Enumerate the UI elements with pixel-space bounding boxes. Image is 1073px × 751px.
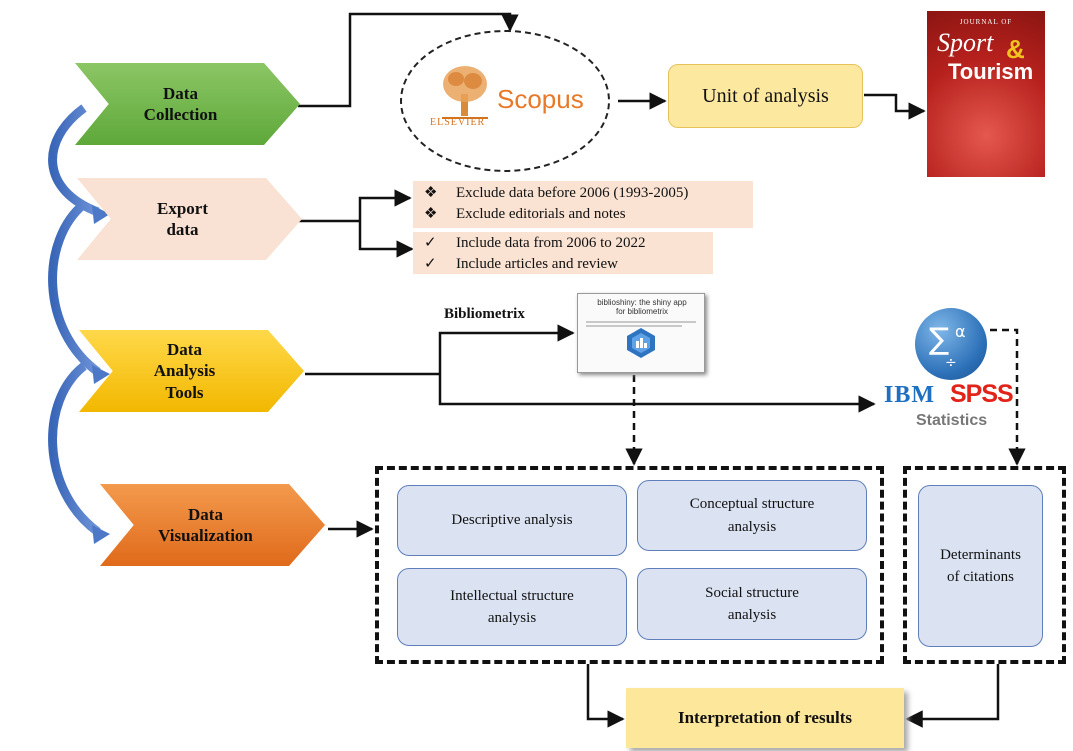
analysis-label: Social structure analysis (705, 584, 799, 624)
scopus-wordmark: Scopus (497, 84, 584, 114)
analysis-label: Descriptive analysis (451, 512, 573, 529)
arrow-unit-to-journal (864, 93, 926, 120)
determinants-label: Determinants of citations (940, 546, 1021, 586)
arrow-tools-to-spss (438, 374, 876, 413)
journal-cover-amp: & (1006, 34, 1025, 64)
include-item: ✓ Include articles and review (424, 254, 618, 273)
journal-cover-word-1: Sport (937, 28, 994, 57)
analysis-label: Conceptual structure analysis (689, 496, 815, 535)
bibliometrix-label: Bibliometrix (444, 306, 525, 322)
analysis-descriptive: Descriptive analysis (397, 485, 627, 556)
arrow-tools-to-bibliometrix (438, 324, 575, 374)
journal-cover-word-2: Tourism (948, 59, 1034, 84)
check-bullet-icon: ✓ (424, 256, 437, 272)
check-bullet-icon: ✓ (424, 235, 437, 251)
diamond-bullet-icon: ❖ (424, 185, 438, 201)
stage-data-analysis-tools: Data Analysis Tools (79, 330, 304, 412)
alpha-glyph: α (955, 322, 966, 341)
exclude-text: Exclude data before 2006 (1993-2005) (456, 185, 689, 201)
stage-data-visualization: Data Visualization (100, 484, 325, 566)
spss-wordmark: SPSS (950, 380, 1014, 408)
determinants-of-citations: Determinants of citations (918, 485, 1043, 647)
diamond-bullet-icon: ❖ (424, 206, 438, 222)
biblioshiny-screenshot: biblioshiny: the shiny app for bibliomet… (577, 293, 705, 373)
flow-curve-3 (48, 362, 101, 536)
stage-label: Data Collection (143, 83, 218, 124)
exclude-band (413, 181, 753, 228)
exclude-item: ❖ Exclude editorials and notes (424, 204, 626, 223)
screenshot-text-line (586, 321, 696, 323)
interpretation-of-results: Interpretation of results (626, 688, 904, 748)
stage-export-data: Export data (77, 178, 302, 260)
include-text: Include articles and review (456, 256, 619, 272)
arrow-collection-to-scopus (298, 12, 519, 108)
arrow-spss-to-determinants (990, 328, 1026, 466)
exclude-text: Exclude editorials and notes (456, 206, 626, 222)
analysis-intellectual: Intellectual structure analysis (397, 568, 627, 646)
screenshot-text-line (586, 325, 682, 327)
journal-cover: JOURNAL OF Sport & Tourism (927, 11, 1045, 177)
analysis-conceptual: Conceptual structure analysis (637, 480, 867, 551)
flow-curve-2 (48, 200, 101, 376)
divide-glyph: ÷ (945, 355, 957, 371)
result-label: Interpretation of results (677, 708, 853, 727)
flow-curve-1 (48, 104, 100, 217)
include-text: Include data from 2006 to 2022 (456, 235, 646, 251)
ibm-wordmark: IBM (884, 382, 935, 408)
statistics-wordmark: Statistics (916, 412, 988, 429)
biblioshiny-title: biblioshiny: the shiny app for bibliomet… (597, 298, 687, 316)
bibliometrix-analyses-container (375, 466, 884, 664)
analysis-social: Social structure analysis (637, 568, 867, 640)
stage-data-collection: Data Collection (75, 63, 300, 145)
sigma-glyph: ∑ (929, 322, 950, 357)
elsevier-tree-icon (442, 66, 488, 119)
arrow-analyses-to-results (586, 664, 625, 728)
spss-sigma-icon: ∑ α ÷ (915, 308, 987, 380)
arrow-determinants-to-results (905, 664, 1000, 728)
journal-cover-topline: JOURNAL OF (959, 18, 1013, 26)
stage-label: Export data (157, 198, 208, 239)
bibliometrix-logo-icon (627, 328, 655, 358)
include-item: ✓ Include data from 2006 to 2022 (424, 233, 646, 252)
analysis-label: Intellectual structure analysis (450, 587, 574, 627)
arrow-export-to-include (358, 221, 414, 258)
stage-label: Data Analysis Tools (153, 340, 216, 402)
arrow-export-to-exclude (358, 189, 412, 221)
stage-label: Data Visualization (158, 504, 253, 545)
scopus-ellipse (400, 30, 610, 172)
include-band (413, 232, 713, 274)
elsevier-wordmark: ELSEVIER (430, 117, 486, 128)
exclude-item: ❖ Exclude data before 2006 (1993-2005) (424, 183, 688, 202)
unit-of-analysis-box: Unit of analysis (668, 64, 863, 128)
spss-analyses-container (903, 466, 1066, 664)
unit-label: Unit of analysis (702, 84, 829, 107)
